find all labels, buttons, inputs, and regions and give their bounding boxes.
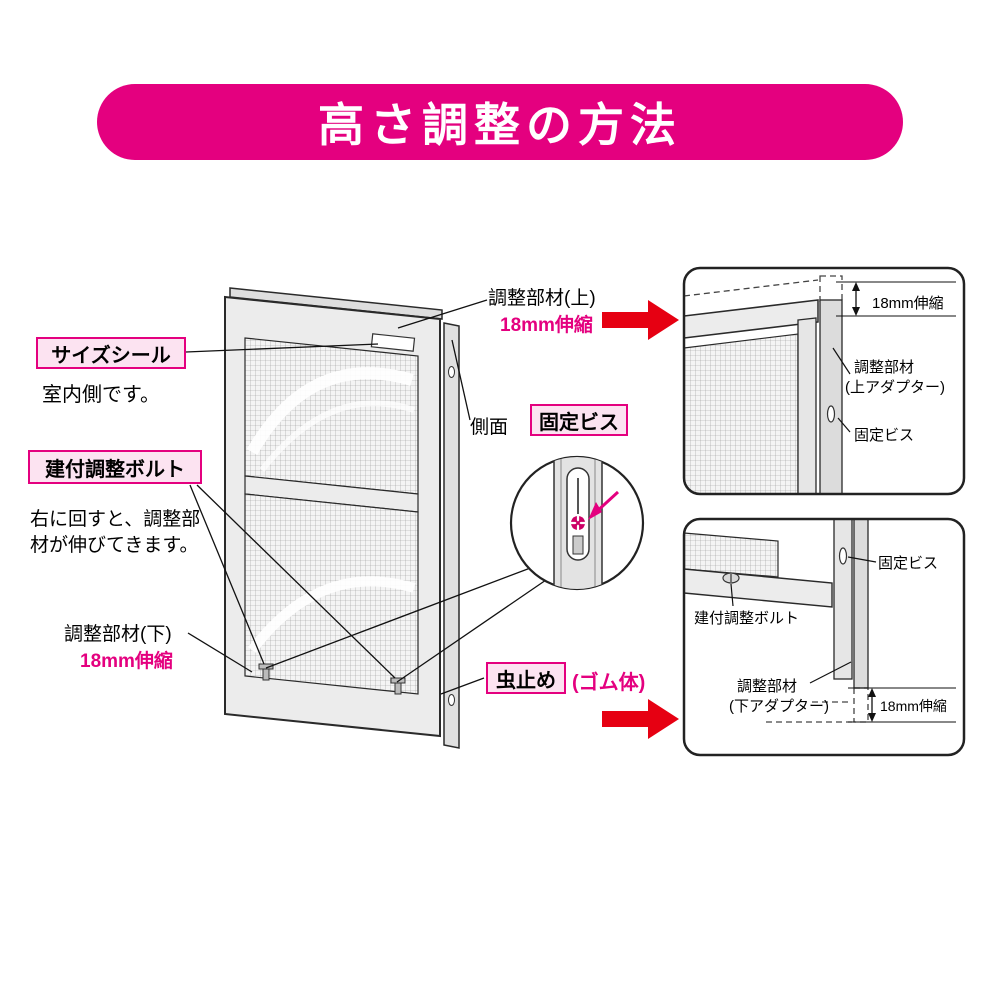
size-seal-label: サイズシール [36,337,186,369]
fixing-screw-detail-circle [509,455,645,591]
panel-top-screw: 固定ビス [854,427,915,444]
leader-lines [185,299,547,695]
red-arrow-top [602,300,679,340]
panel-bottom-screw: 固定ビス [878,555,939,572]
panel-bottom-part-line2: (下アダプター) [729,698,829,715]
bug-stopper-text: 虫止め [496,669,556,692]
panel-top-drawing [682,266,966,496]
part-upper-mm: 18mm伸縮 [500,315,593,336]
size-seal-note: 室内側です。 [42,384,160,406]
panel-bottom-mm: 18mm伸縮 [880,698,947,714]
panel-top-part-line2: (上アダプター) [845,379,945,396]
screen-drawing [224,287,460,749]
adjust-bolt-note-line1: 右に回すと、調整部 [30,509,201,530]
title-banner: 高さ調整の方法 [97,84,903,160]
page-title: 高さ調整の方法 [318,99,682,151]
size-seal-sticker [370,333,416,352]
bug-stopper-label: 虫止め [486,662,566,694]
red-arrow-bottom [602,699,679,739]
adjust-bolt-right [390,677,406,695]
part-lower-mm: 18mm伸縮 [80,651,173,672]
adjust-bolt-left [258,663,274,681]
side-face-strip [443,322,460,749]
fixing-screw-label: 固定ビス [530,404,628,436]
fixing-screw-text: 固定ビス [539,411,619,434]
panel-bottom-bolt: 建付調整ボルト [694,610,800,627]
panel-top-mm: 18mm伸縮 [872,295,944,312]
side-face-label: 側面 [470,417,509,438]
adjust-bolt-note-line2: 材が伸びてきます。 [30,535,199,556]
panel-top-part-line1: 調整部材 [854,359,915,376]
part-lower-label: 調整部材(下) [64,624,172,645]
size-seal-text: サイズシール [51,344,171,367]
adjust-bolt-text: 建付調整ボルト [45,458,185,481]
panel-bottom-drawing [682,517,966,757]
part-upper-label: 調整部材(上) [488,288,596,309]
bug-stopper-note: (ゴム体) [572,672,646,694]
adjust-bolt-label: 建付調整ボルト [28,450,202,484]
magenta-arrowhead [588,502,602,520]
panel-bottom-part-line1: 調整部材 [737,678,798,695]
